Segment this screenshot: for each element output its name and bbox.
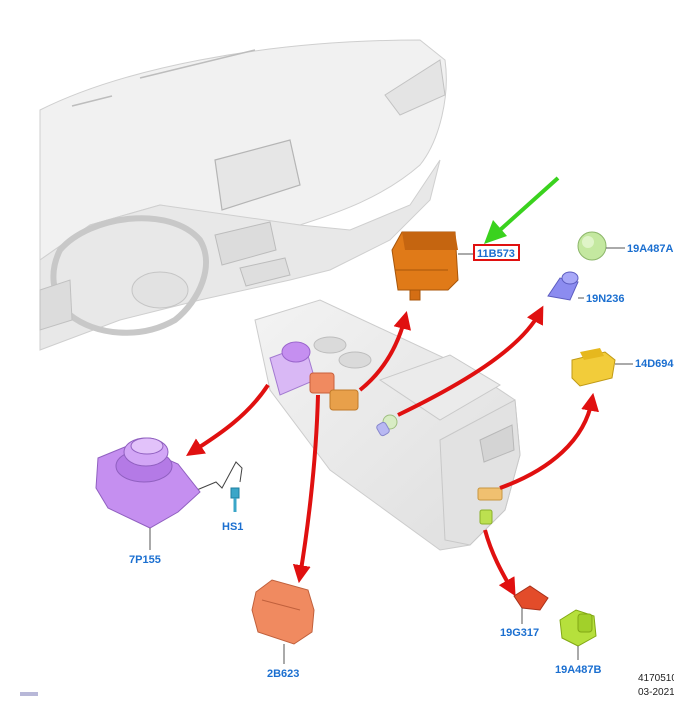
part-19n236-usb-module[interactable] xyxy=(547,271,584,301)
part-19a487a-cap[interactable] xyxy=(577,231,625,261)
label-19a487b: 19A487B xyxy=(555,664,602,676)
label-14d694: 14D694 xyxy=(635,358,674,370)
label-19g317: 19G317 xyxy=(500,627,539,639)
installed-bin-11b573 xyxy=(329,389,359,411)
pointer-arrow xyxy=(484,176,560,244)
label-2b623: 2B623 xyxy=(267,668,299,680)
hs1-wire-bracket xyxy=(191,461,243,493)
label-hs1: HS1 xyxy=(222,521,243,533)
installed-socket-19a487b xyxy=(479,509,493,525)
label-11b573: 11B573 xyxy=(477,248,515,260)
label-7p155: 7P155 xyxy=(129,554,161,566)
label-19a487a: 19A487A xyxy=(627,243,674,255)
part-11b573-storage-bin[interactable] xyxy=(391,231,475,301)
part-2b623-switch[interactable] xyxy=(251,579,315,664)
figure-date: 03-2021 xyxy=(638,687,674,698)
dashboard-illustration xyxy=(39,39,521,551)
callout-arrows xyxy=(186,305,599,597)
installed-module-14d694 xyxy=(477,487,503,501)
installed-gear-shifter xyxy=(269,341,316,396)
part-19g317-plug[interactable] xyxy=(513,585,549,624)
corner-mark xyxy=(20,692,38,696)
installed-switch-2b623 xyxy=(309,372,335,394)
installed-usb-19n236 xyxy=(376,414,398,437)
part-7p155-gear-shifter[interactable] xyxy=(95,437,201,550)
part-19a487b-socket[interactable] xyxy=(559,609,597,660)
part-hs1-screw[interactable] xyxy=(230,487,240,512)
highlight-box-11b573 xyxy=(473,244,520,261)
label-19n236: 19N236 xyxy=(586,293,625,305)
part-14d694-module[interactable] xyxy=(571,348,633,387)
figure-number: 4170510 xyxy=(638,673,674,684)
